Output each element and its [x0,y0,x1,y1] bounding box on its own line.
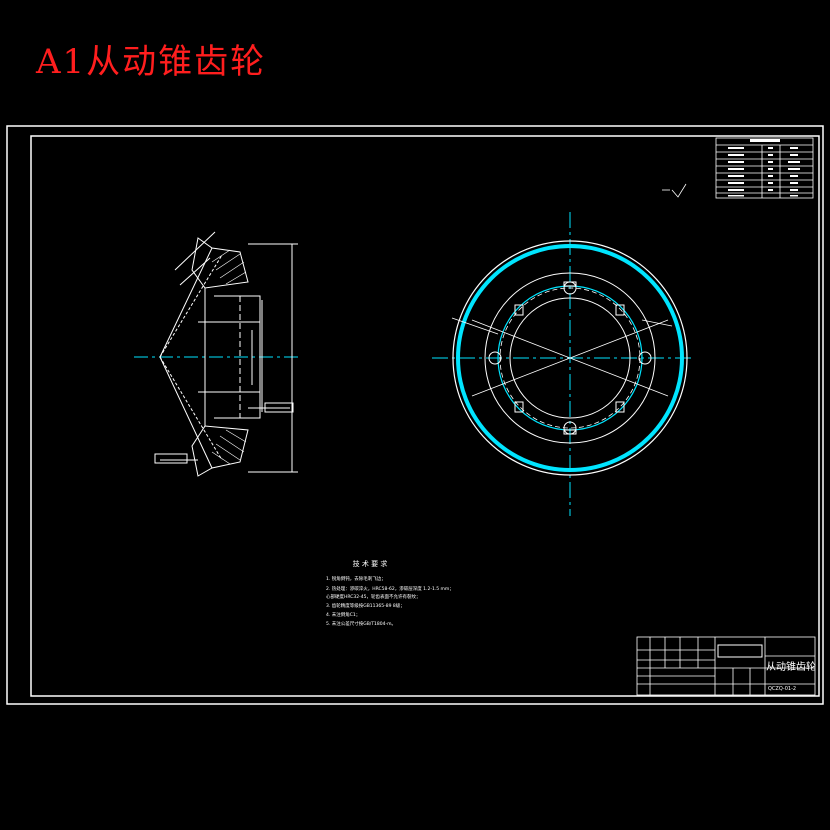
gear-parameter-table [715,137,814,199]
bolt-holes [488,281,652,435]
note-item: 1. 锐角倒钝，去除毛刺飞边； [326,575,386,582]
technical-notes: 技 术 要 求 1. 锐角倒钝，去除毛刺飞边； 2. 热处理：渗碳淬火，HRC5… [326,559,454,627]
title-block [636,636,816,696]
note-item: 心部硬度HRC32-45，轮齿表面不允许有裂纹； [326,593,421,600]
plan-view [432,212,692,516]
inner-border [30,135,820,697]
outer-border [6,125,824,705]
notes-heading: 技 术 要 求 [353,559,388,568]
note-item: 2. 热处理：渗碳淬火，HRC58-62，渗碳层深度 1.2-1.5 mm； [326,585,454,592]
page-title: A1从动锥齿轮 [36,42,267,82]
note-item: 5. 未注公差尺寸按GB/T1804-m。 [326,620,396,627]
title-block-drawing-no: QCZQ-01-2 [768,686,796,692]
note-item: 4. 未注倒角C1； [326,611,360,618]
section-view [134,231,300,477]
note-item: 3. 齿轮精度等级按GB11365-89 8级； [326,602,405,609]
gear-parameter-table-marks [728,139,800,197]
roughness-symbol-icon [662,183,687,198]
title-block-part-name: 从动锥齿轮 [766,660,816,673]
